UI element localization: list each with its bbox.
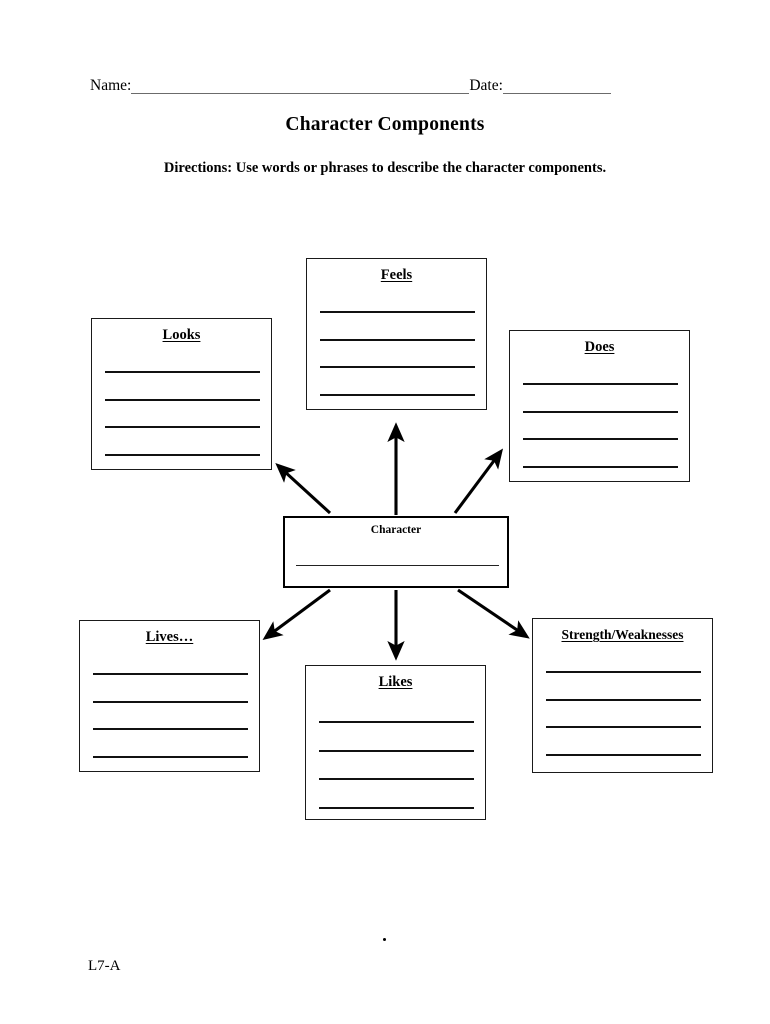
date-input-line[interactable] [502,79,611,94]
write-line[interactable] [320,338,475,341]
write-line[interactable] [93,700,248,703]
arrow-to-does [453,448,504,514]
component-box-lives[interactable]: Lives… [79,620,260,772]
write-line[interactable] [319,721,474,723]
component-box-strength-weaknesses[interactable]: Strength/Weaknesses [532,618,713,773]
write-line[interactable] [105,426,260,428]
arrow-to-strength [457,588,530,639]
box-title-looks: Looks [162,327,201,343]
box-title-feels: Feels [380,267,413,283]
write-line[interactable] [320,393,475,396]
arrow-to-looks [275,463,332,515]
name-label: Name: [90,76,132,94]
write-line[interactable] [319,778,474,780]
name-date-row: Name: Date: [90,72,675,94]
write-line[interactable] [93,755,248,758]
box-title-strength-weaknesses: Strength/Weaknesses [561,627,684,642]
center-character-box[interactable]: Character [283,516,509,588]
write-line[interactable] [105,453,260,456]
write-line[interactable] [546,753,701,756]
stray-dot-mark [383,938,386,941]
component-box-likes[interactable]: Likes [305,665,486,820]
write-line[interactable] [523,438,678,440]
component-box-feels[interactable]: Feels [306,258,487,410]
write-line[interactable] [93,673,248,675]
write-line[interactable] [105,398,260,401]
write-line[interactable] [93,728,248,730]
write-line[interactable] [320,366,475,368]
center-box-label: Character [370,524,422,536]
box-title-does: Does [584,339,615,355]
write-line[interactable] [319,806,474,809]
component-box-does[interactable]: Does [509,330,690,482]
date-label: Date: [469,76,503,94]
write-line[interactable] [546,671,701,673]
box-title-lives: Lives… [145,629,194,645]
page-title: Character Components [285,114,485,135]
directions-text: Directions: Use words or phrases to desc… [163,160,607,176]
write-line[interactable] [546,726,701,728]
write-line[interactable] [320,311,475,313]
write-line[interactable] [546,698,701,701]
arrow-to-lives [262,588,331,641]
write-line[interactable] [523,410,678,413]
write-line[interactable] [319,749,474,752]
box-title-likes: Likes [378,674,413,690]
center-write-line[interactable] [296,565,499,566]
footer-code: L7-A [88,958,121,974]
write-line[interactable] [523,383,678,385]
name-input-line[interactable] [131,79,470,94]
write-line[interactable] [523,465,678,468]
component-box-looks[interactable]: Looks [91,318,272,470]
write-line[interactable] [105,371,260,373]
